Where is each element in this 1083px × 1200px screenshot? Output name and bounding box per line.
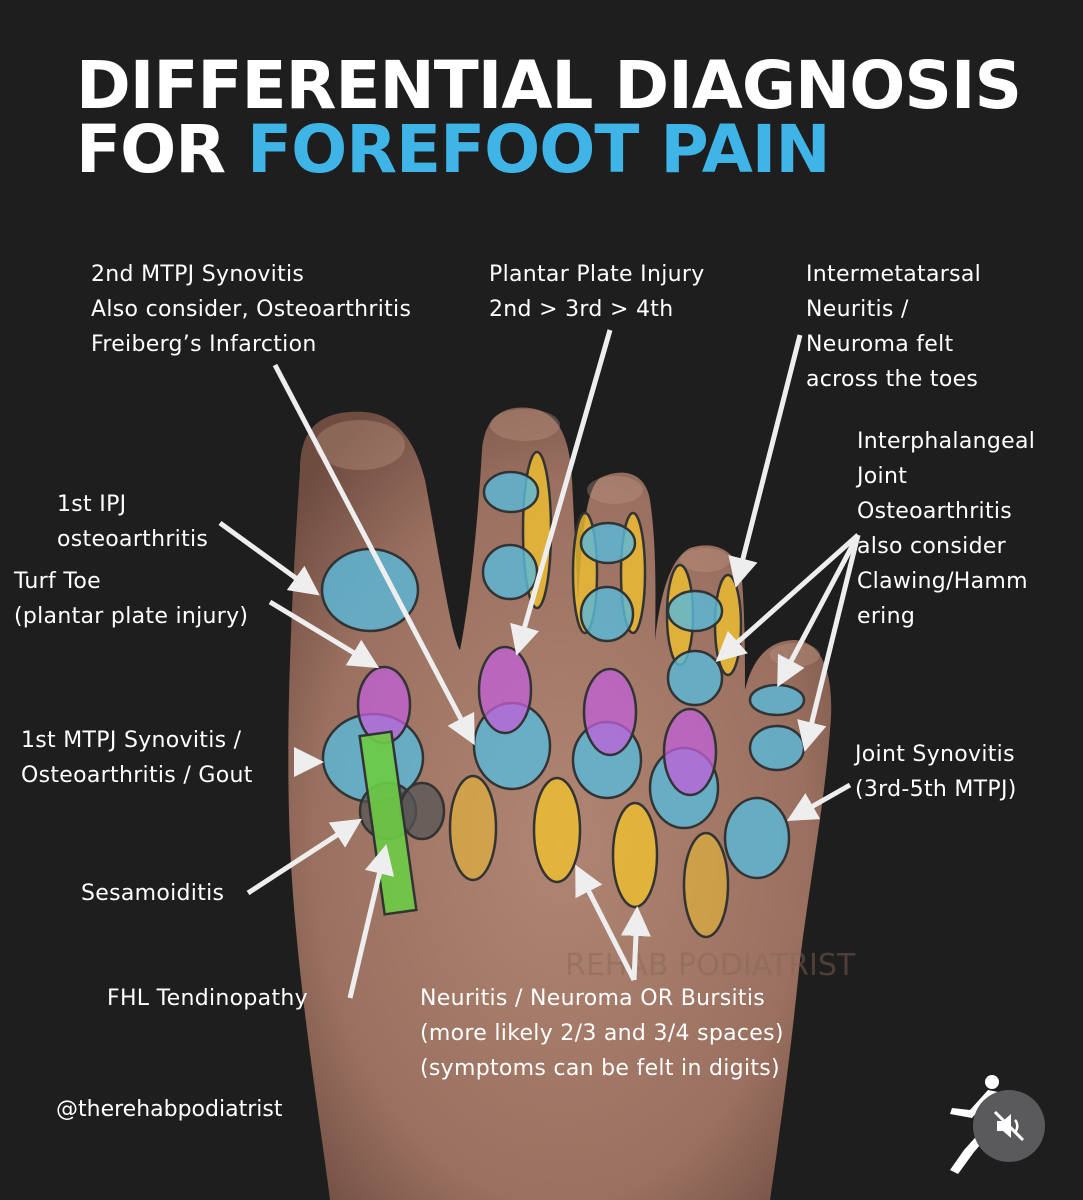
label-turf-toe: Turf Toe (plantar plate injury) xyxy=(14,569,249,629)
author-handle: @therehabpodiatrist xyxy=(56,1097,283,1122)
label-interphalangeal-joint: Interphalangeal Joint Osteoarthritis als… xyxy=(857,429,1036,629)
mute-button[interactable] xyxy=(973,1090,1045,1162)
label-sesamoiditis: Sesamoiditis xyxy=(81,881,225,906)
label-1st-ipj-osteoarthritis: 1st IPJ osteoarthritis xyxy=(57,492,209,552)
label-plantar-plate-injury: Plantar Plate Injury 2nd > 3rd > 4th xyxy=(489,262,705,322)
watermark: REHAB PODIATRIST xyxy=(565,948,856,983)
label-1st-mtpj-synovitis: 1st MTPJ Synovitis / Osteoarthritis / Go… xyxy=(21,728,253,788)
title-line-2-accent: FOREFOOT PAIN xyxy=(247,111,831,188)
label-2nd-mtpj-synovitis: 2nd MTPJ Synovitis Also consider, Osteoa… xyxy=(91,262,412,357)
synovitis-markers xyxy=(356,645,718,797)
label-joint-synovitis: Joint Synovitis (3rd-5th MTPJ) xyxy=(855,742,1017,802)
title-line-1: DIFFERENTIAL DIAGNOSIS xyxy=(76,47,1022,124)
label-intermetatarsal-neuritis: Intermetatarsal Neuritis / Neuroma felt … xyxy=(806,262,982,392)
label-fhl-tendinopathy: FHL Tendinopathy xyxy=(107,986,308,1011)
pointer-arrows xyxy=(218,329,861,999)
label-neuritis-neuroma-bursitis: Neuritis / Neuroma OR Bursitis (more lik… xyxy=(420,986,784,1081)
speaker-muted-icon xyxy=(993,1110,1025,1142)
page-title: DIFFERENTIAL DIAGNOSIS FOR FOREFOOT PAIN xyxy=(76,53,1022,183)
fhl-tendon-marker xyxy=(358,730,418,916)
intermetatarsal-space-markers xyxy=(448,774,730,939)
title-line-2-prefix: FOR xyxy=(76,111,247,188)
toe-highlights xyxy=(315,409,820,667)
